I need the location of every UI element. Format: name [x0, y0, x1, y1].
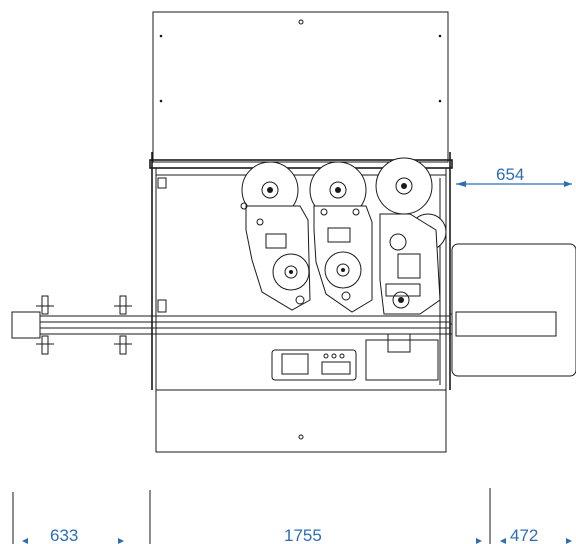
label-reel-2 — [309, 161, 367, 219]
dimension-633-label: 633 — [50, 526, 78, 544]
lower-cover-panel — [155, 389, 447, 453]
discharge-table — [451, 243, 576, 377]
label-reel-3 — [375, 157, 433, 215]
dimension-654-label: 654 — [496, 165, 524, 184]
discharge-housing — [365, 333, 439, 381]
dimension-633: 633 — [22, 526, 124, 544]
dimension-1755: 1755 — [284, 526, 482, 544]
upper-cover-panel — [152, 11, 449, 163]
dimension-472-label: 472 — [510, 526, 538, 544]
dimension-472: 472 — [500, 526, 572, 544]
labeler-head-center — [313, 205, 373, 313]
dimension-654: 654 — [456, 165, 572, 187]
labeler-head-right — [379, 213, 441, 315]
labeler-head-left — [240, 202, 311, 311]
bottom-dimension-ticks — [12, 488, 491, 544]
control-panel — [271, 349, 357, 381]
dimension-1755-label: 1755 — [284, 526, 322, 544]
machine-frame — [149, 152, 453, 391]
conveyor-guide-posts — [36, 295, 132, 355]
